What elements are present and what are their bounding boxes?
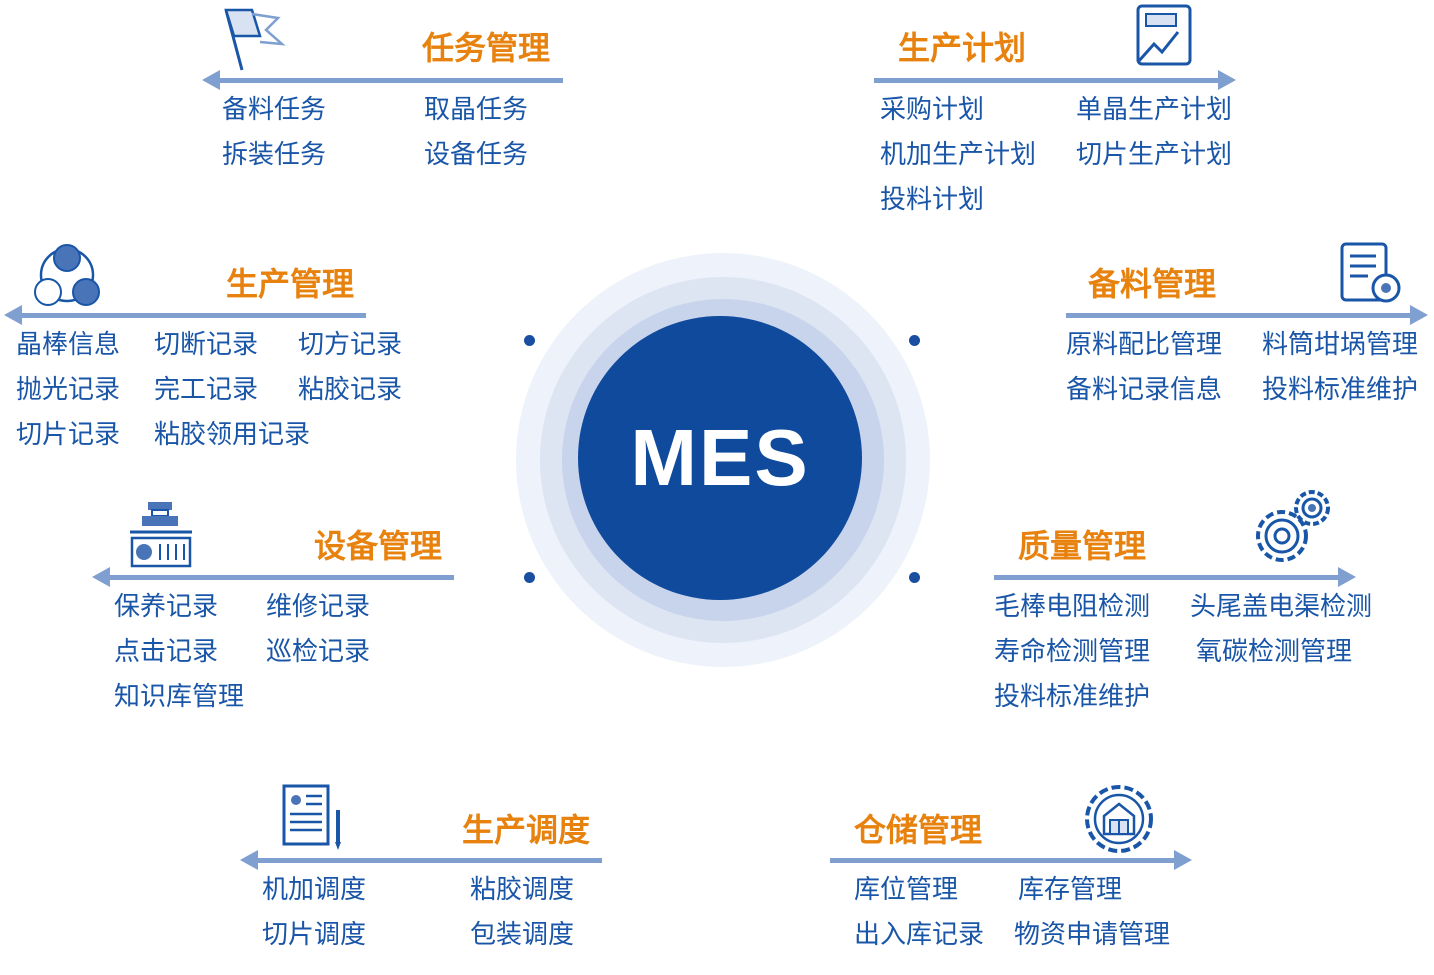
- material-item: 料筒坩埚管理: [1262, 330, 1419, 360]
- production-item: 晶棒信息: [16, 330, 121, 360]
- quality-item: 头尾盖电渠检测: [1190, 592, 1373, 622]
- warehouse-arrow: [830, 850, 1192, 870]
- equipment-item: 知识库管理: [114, 682, 245, 712]
- material-title: 备料管理: [1088, 265, 1217, 303]
- warehouse-item: 出入库记录: [854, 920, 985, 950]
- quality-item: 投料标准维护: [994, 682, 1151, 712]
- dispatch-item: 粘胶调度: [470, 875, 575, 905]
- material-item: 备料记录信息: [1066, 375, 1223, 405]
- dispatch-item: 切片调度: [262, 920, 367, 950]
- dispatch-item: 机加调度: [262, 875, 367, 905]
- quality-item: 寿命检测管理: [994, 637, 1151, 667]
- production-item: 完工记录: [154, 375, 259, 405]
- plan-item: 机加生产计划: [880, 140, 1037, 170]
- task-item: 拆装任务: [222, 140, 327, 170]
- task-item: 备料任务: [222, 95, 327, 125]
- quality-title: 质量管理: [1018, 527, 1147, 565]
- production-item: 切断记录: [154, 330, 259, 360]
- equipment-title: 设备管理: [314, 527, 443, 565]
- document-pen-icon: [282, 784, 341, 850]
- mes-label: MES: [630, 413, 810, 502]
- warehouse-item: 库存管理: [1018, 875, 1123, 905]
- production-item: 抛光记录: [16, 375, 121, 405]
- equipment-item: 维修记录: [266, 592, 371, 622]
- equipment-item: 保养记录: [114, 592, 219, 622]
- warehouse-gear-icon: [1085, 785, 1153, 853]
- quality-item: 毛棒电阻检测: [994, 592, 1151, 622]
- machine-icon: [130, 502, 192, 568]
- material-item: 投料标准维护: [1262, 375, 1419, 405]
- warehouse-item: 库位管理: [854, 875, 959, 905]
- plan-item: 切片生产计划: [1076, 140, 1233, 170]
- equipment-item: 巡检记录: [266, 637, 371, 667]
- production-item: 切片记录: [16, 420, 121, 450]
- plan-item: 采购计划: [880, 95, 985, 125]
- plan-item: 投料计划: [880, 185, 985, 215]
- task-item: 取晶任务: [424, 95, 529, 125]
- plan-chart-icon: [1136, 4, 1192, 66]
- production-item: 粘胶领用记录: [154, 420, 311, 450]
- dot-top-right: [909, 335, 920, 346]
- production-item: 粘胶记录: [298, 375, 403, 405]
- dot-bottom-right: [909, 572, 920, 583]
- dot-top-left: [524, 335, 535, 346]
- network-icon: [34, 244, 100, 306]
- task-title: 任务管理: [422, 29, 551, 67]
- production-item: 切方记录: [298, 330, 403, 360]
- material-arrow: [1066, 305, 1428, 325]
- task-item: 设备任务: [424, 140, 529, 170]
- equipment-arrow: [92, 567, 454, 587]
- dispatch-title: 生产调度: [462, 811, 591, 849]
- dispatch-arrow: [240, 850, 602, 870]
- plan-item: 单晶生产计划: [1076, 95, 1233, 125]
- flag-icon: [224, 8, 286, 71]
- warehouse-title: 仓储管理: [854, 811, 983, 849]
- warehouse-item: 物资申请管理: [1014, 920, 1171, 950]
- document-gear-icon: [1340, 242, 1401, 303]
- production-arrow: [4, 305, 366, 325]
- quality-item: 氧碳检测管理: [1196, 637, 1353, 667]
- production-title: 生产管理: [226, 265, 355, 303]
- mes-core: [578, 316, 862, 600]
- task-arrow: [202, 70, 563, 90]
- gears-icon: [1256, 490, 1330, 562]
- equipment-item: 点击记录: [114, 637, 219, 667]
- plan-title: 生产计划: [898, 29, 1027, 67]
- material-item: 原料配比管理: [1066, 330, 1223, 360]
- quality-arrow: [994, 567, 1356, 587]
- dispatch-item: 包装调度: [470, 920, 575, 950]
- plan-arrow: [874, 70, 1236, 90]
- dot-bottom-left: [524, 572, 535, 583]
